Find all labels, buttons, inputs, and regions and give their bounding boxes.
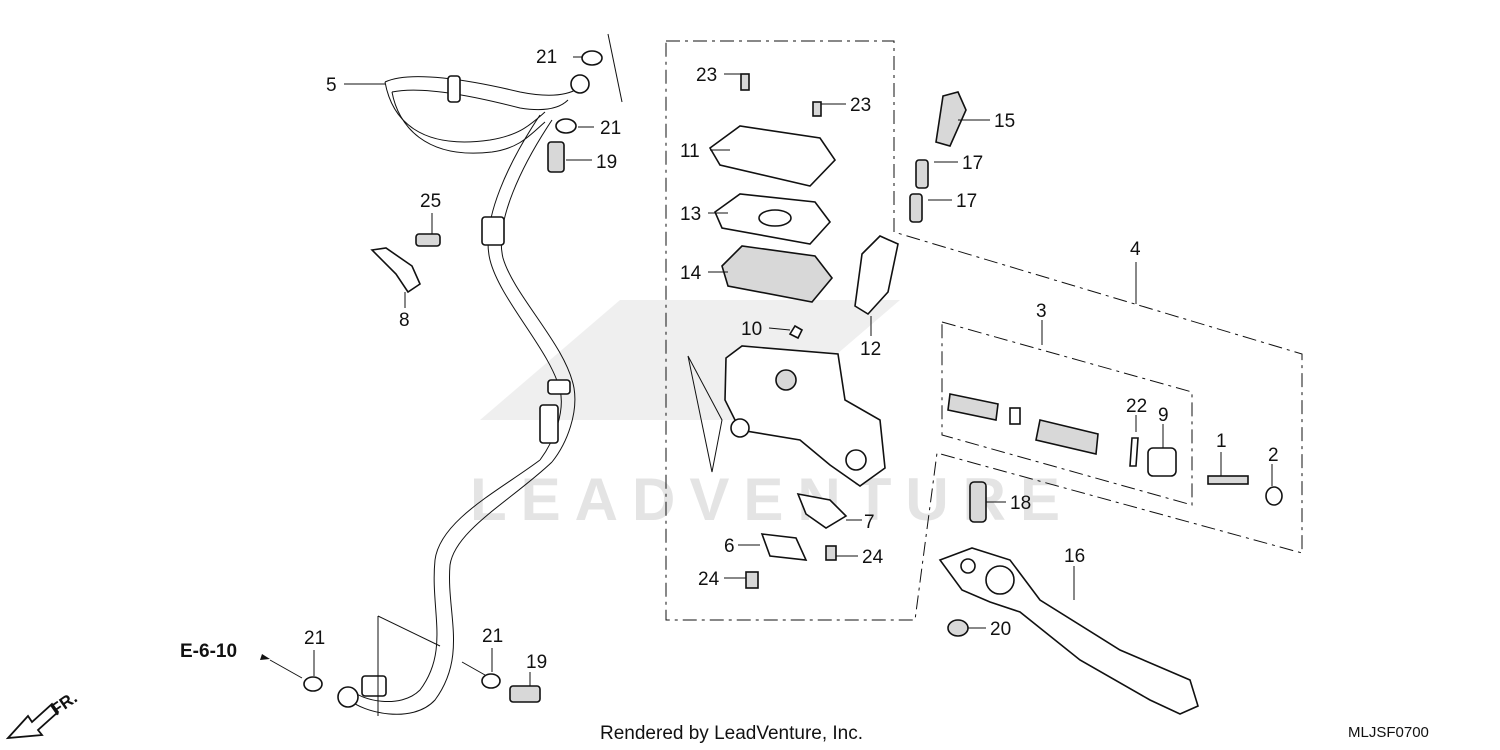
pivot-bolt-18-icon (969, 481, 987, 523)
hose-grommet-icon (481, 216, 505, 246)
bolt-17b-icon (909, 193, 923, 223)
washer-21a-icon (581, 50, 603, 66)
label-part-8: 8 (399, 310, 410, 331)
nut-20-icon (947, 619, 969, 637)
label-part-2: 2 (1268, 445, 1279, 466)
switch-7-icon (796, 492, 848, 529)
screw-24b-icon (745, 571, 759, 589)
label-part-19a: 19 (596, 152, 617, 173)
banjo-fitting-lower-icon (337, 686, 359, 708)
label-part-10: 10 (741, 319, 762, 340)
label-part-17b: 17 (956, 191, 977, 212)
label-part-21b: 21 (600, 118, 621, 139)
label-part-15: 15 (994, 111, 1015, 132)
label-part-21d: 21 (482, 626, 503, 647)
label-part-25: 25 (420, 191, 441, 212)
reference-callout[interactable]: E-6-10 (180, 641, 270, 662)
switch-group (745, 492, 848, 589)
diaphragm-14-icon (721, 245, 834, 303)
spring-icon (947, 393, 999, 421)
bolt-17a-icon (915, 159, 929, 189)
label-part-23a: 23 (696, 65, 717, 86)
label-part-11: 11 (680, 141, 700, 162)
label-part-24a: 24 (862, 547, 884, 568)
circlip-22-icon (1129, 437, 1139, 467)
spring-seat-icon (1009, 407, 1021, 425)
cap-15-icon (935, 91, 967, 147)
label-part-17a: 17 (962, 153, 983, 174)
clamp-bracket-8-icon (370, 247, 422, 294)
washer-21c-icon (303, 676, 323, 692)
oil-bolt-19a-icon (547, 141, 565, 173)
oil-bolt-19b-icon (509, 685, 541, 703)
reference-label[interactable]: E-6-10 (180, 641, 237, 662)
footer-credit: Rendered by LeadVenture, Inc. (600, 723, 863, 744)
switch-6-icon (760, 533, 808, 561)
label-part-4: 4 (1130, 239, 1141, 260)
screw-23a-icon (740, 73, 750, 91)
label-part-7: 7 (864, 512, 875, 533)
piston-kit-group (947, 393, 1283, 506)
label-part-22: 22 (1126, 396, 1147, 417)
label-part-16: 16 (1064, 546, 1085, 567)
label-part-14: 14 (680, 263, 702, 284)
sealing-washers (303, 50, 603, 692)
holder-12-icon (854, 235, 899, 316)
label-part-1: 1 (1216, 431, 1227, 452)
hose-fitting-lower-icon (361, 675, 387, 697)
part-labels: 5 21 21 19 25 8 23 23 11 13 14 10 12 15 … (304, 47, 1279, 673)
screw-24a-icon (825, 545, 837, 561)
label-part-21c: 21 (304, 628, 325, 649)
label-part-18: 18 (1010, 493, 1031, 514)
front-direction-indicator: FR. (5, 688, 81, 740)
label-part-5: 5 (326, 75, 337, 96)
label-part-12: 12 (860, 339, 881, 360)
nut-2-icon (1265, 486, 1283, 506)
washer-21d-icon (481, 673, 501, 689)
label-part-9: 9 (1158, 405, 1169, 426)
label-part-19b: 19 (526, 652, 547, 673)
clutch-lever-group (938, 481, 1199, 715)
label-part-24b: 24 (698, 569, 720, 590)
label-part-21a: 21 (536, 47, 557, 68)
screw-23b-icon (812, 101, 822, 117)
float-10-icon (788, 324, 804, 340)
watermark-text: LEADVENTURE (470, 466, 1074, 533)
hose-clamp-bracket (370, 233, 441, 294)
diagram-code: MLJSF0700 (1348, 724, 1429, 741)
clutch-hose (337, 74, 590, 715)
reference-arrow-icon (260, 654, 270, 660)
bolt-25-icon (415, 233, 441, 247)
boot-9-icon (1147, 447, 1177, 477)
banjo-fitting-upper-icon (570, 74, 590, 94)
pivot-bolt-1-icon (1207, 475, 1249, 485)
hose-sleeve-icon (539, 404, 559, 444)
label-part-6: 6 (724, 536, 735, 557)
assembly-outlines (665, 40, 1303, 621)
lever-16-icon (938, 547, 1199, 715)
label-part-20: 20 (990, 619, 1011, 640)
hose-clamp-top-icon (447, 75, 461, 103)
front-arrow-icon (5, 702, 60, 740)
master-cylinder-group (687, 73, 886, 487)
label-part-13: 13 (680, 204, 701, 225)
leader-lines (269, 33, 1273, 716)
mirror-holder-group (854, 91, 967, 316)
piston-cup-icon (1035, 419, 1099, 455)
label-part-23b: 23 (850, 95, 871, 116)
oil-bolts (509, 141, 565, 703)
reservoir-cap-11-icon (708, 125, 837, 187)
label-part-3: 3 (1036, 301, 1047, 322)
hose-clamp-mid-icon (547, 379, 571, 395)
washer-21b-icon (555, 118, 577, 134)
